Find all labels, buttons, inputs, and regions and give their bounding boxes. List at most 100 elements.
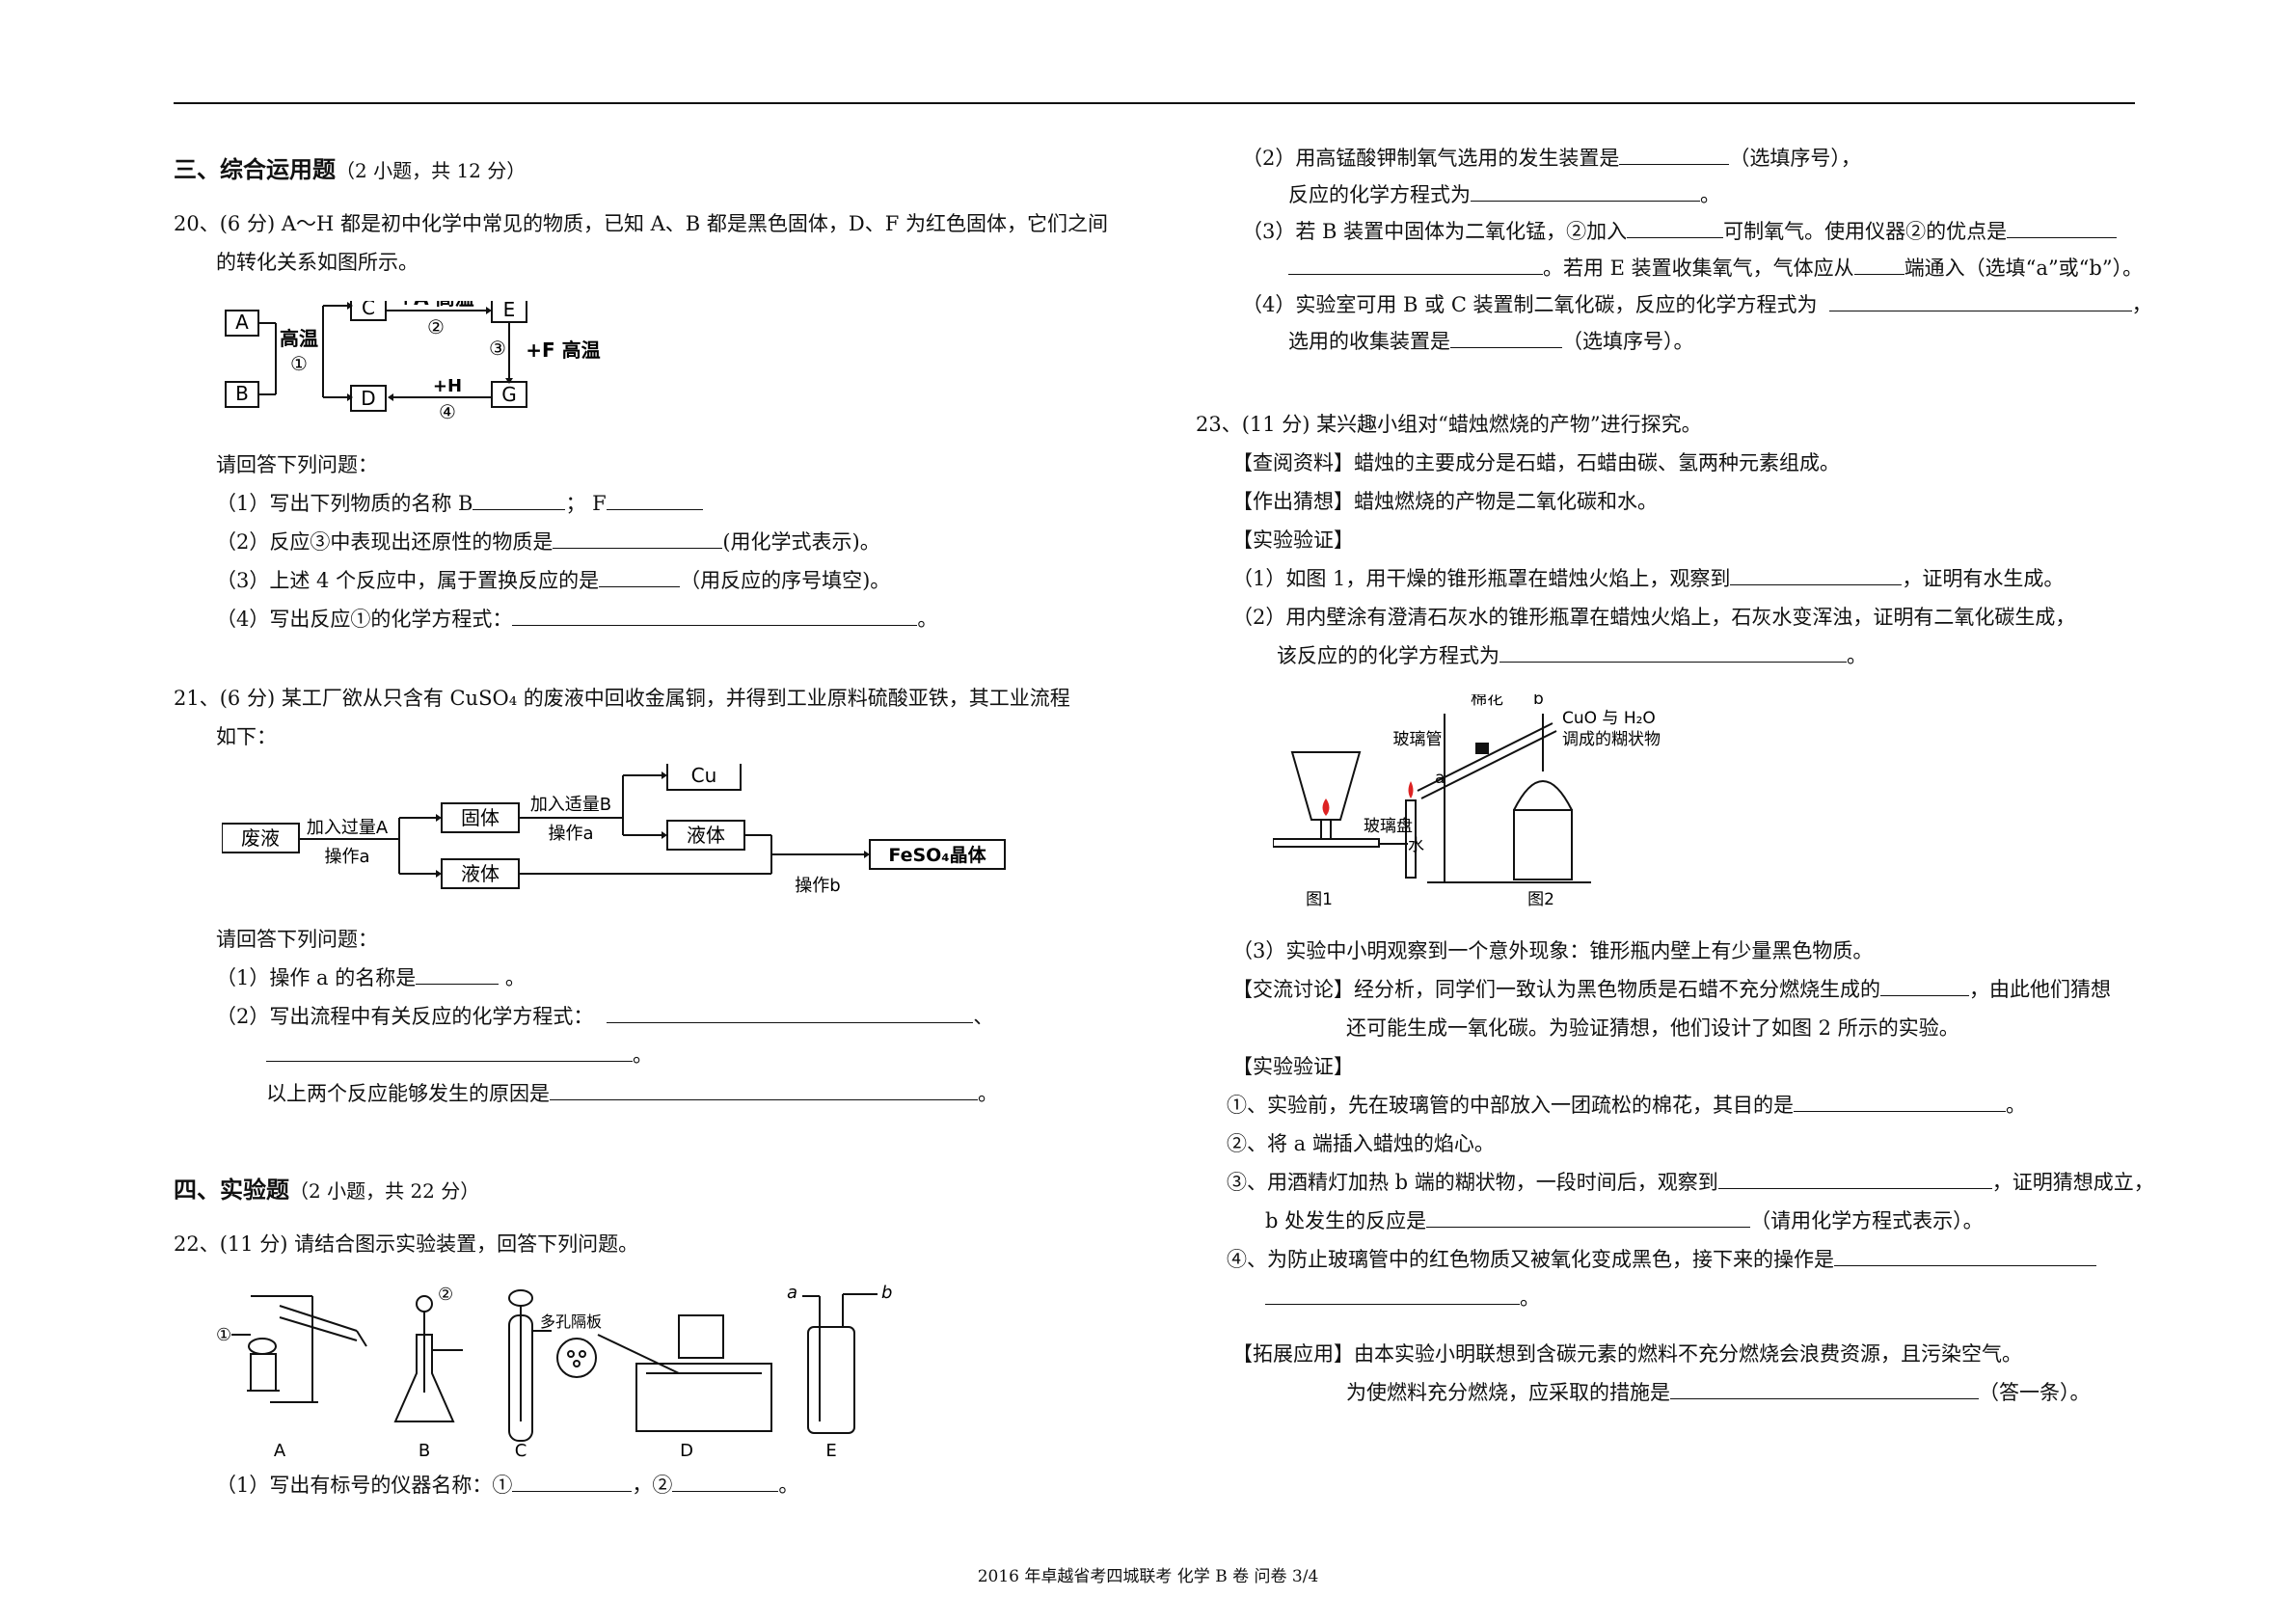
answer-blank[interactable] <box>1794 1092 2006 1112</box>
answer-blank[interactable] <box>1499 642 1847 663</box>
q23-info: 【查阅资料】蜡烛的主要成分是石蜡，石蜡由碳、氢两种元素组成。 <box>1232 451 1840 474</box>
q23-verify2-heading: 【实验验证】 <box>1232 1055 1354 1078</box>
label-a: a <box>787 1283 797 1303</box>
answer-blank[interactable] <box>266 1042 633 1062</box>
label-E: E <box>825 1441 836 1460</box>
label-op-b: 操作b <box>795 876 840 896</box>
answer-blank[interactable] <box>1853 255 1904 275</box>
r2-label: +A 高温 <box>397 301 473 310</box>
label-add-b: 加入适量B <box>530 795 611 815</box>
q20-part4: （4）写出反应①的化学方程式：。 <box>216 606 938 631</box>
label-fig2: 图2 <box>1527 890 1554 907</box>
answer-blank[interactable] <box>1834 1246 2096 1266</box>
page-footer: 2016 年卓越省考四城联考 化学 B 卷 问卷 3/4 <box>977 1567 1319 1586</box>
answer-blank[interactable] <box>553 528 723 549</box>
answer-blank[interactable] <box>1717 1169 1992 1189</box>
r3-label: +F 高温 <box>526 338 600 362</box>
r4-num: ④ <box>439 400 456 423</box>
q23-figures: 棉花 b CuO 与 H₂O 调成的糊状物 玻璃管 a 玻璃盘 水 图1 图2 <box>1273 694 1661 907</box>
q23-v1: （1）如图 1，用干燥的锥形瓶罩在蜡烛火焰上，观察到，证明有水生成。 <box>1232 565 2065 590</box>
label-B: B <box>419 1441 430 1460</box>
label-op-a-2: 操作a <box>548 824 593 844</box>
label-cuo: CuO 与 H₂O <box>1562 709 1656 728</box>
q20-stem-1: 20、(6 分) A～H 都是初中化学中常见的物质，已知 A、B 都是黑色固体，… <box>174 212 1109 235</box>
label-a: a <box>1435 769 1445 788</box>
answer-blank[interactable] <box>1670 1379 1979 1399</box>
q23-step1: ①、实验前，先在玻璃管的中部放入一团疏松的棉花，其目的是。 <box>1227 1092 2026 1117</box>
section3-heading: 三、综合运用题（2 小题，共 12 分） <box>174 156 527 183</box>
q20-ask: 请回答下列问题： <box>216 453 378 476</box>
answer-blank[interactable] <box>1426 1207 1751 1228</box>
label-D: D <box>680 1441 693 1460</box>
answer-blank[interactable] <box>2007 218 2118 238</box>
answer-blank[interactable] <box>512 1472 633 1492</box>
q23-step3: ③、用酒精灯加热 b 端的糊状物，一段时间后，观察到，证明猜想成立， <box>1227 1169 2154 1194</box>
label-tube: 玻璃管 <box>1393 730 1443 749</box>
answer-blank[interactable] <box>1730 565 1903 585</box>
q22-part4-cont: 选用的收集装置是（选填序号）。 <box>1288 328 1694 353</box>
answer-blank[interactable] <box>1450 328 1562 348</box>
node-cu: Cu <box>691 764 717 787</box>
label-plate: 多孔隔板 <box>540 1313 602 1331</box>
q23-guess: 【作出猜想】蜡烛燃烧的产物是二氧化碳和水。 <box>1232 490 1658 513</box>
node-solid: 固体 <box>461 806 500 829</box>
answer-blank[interactable] <box>1828 291 2132 311</box>
q23-stem: 23、(11 分) 某兴趣小组对“蜡烛燃烧的产物”进行探究。 <box>1196 413 1702 436</box>
r4-label: +H <box>433 376 462 396</box>
q22-part2-eq: 反应的化学方程式为。 <box>1288 181 1720 206</box>
q22-part3: （3）若 B 装置中固体为二氧化锰，②加入可制氧气。使用仪器②的优点是 <box>1242 218 2118 245</box>
header-rule <box>174 102 2135 104</box>
q21-part1: （1）操作 a 的名称是 。 <box>216 964 526 989</box>
q23-v3: （3）实验中小明观察到一个意外现象：锥形瓶内壁上有少量黑色物质。 <box>1232 939 1874 962</box>
r1-num: ① <box>290 352 308 375</box>
label-b: b <box>1533 694 1544 709</box>
q23-ext-1: 【拓展应用】由本实验小明联想到含碳元素的燃料不充分燃烧会浪费资源，且污染空气。 <box>1232 1342 2022 1366</box>
label-B: B <box>235 382 249 405</box>
answer-blank[interactable] <box>1619 145 1730 165</box>
answer-blank[interactable] <box>416 964 500 985</box>
label-b: b <box>881 1283 892 1303</box>
q20-part3: （3）上述 4 个反应中，属于置换反应的是（用反应的序号填空)。 <box>216 567 891 592</box>
node-waste: 废液 <box>241 826 280 850</box>
label-D: D <box>361 387 375 410</box>
answer-blank[interactable] <box>512 606 918 626</box>
r3-num: ③ <box>489 337 506 360</box>
answer-blank[interactable] <box>550 1080 978 1100</box>
q20-part2: （2）反应③中表现出还原性的物质是(用化学式表示)。 <box>216 528 880 554</box>
answer-blank[interactable] <box>1288 255 1543 275</box>
answer-blank[interactable] <box>599 567 681 587</box>
label-cotton: 棉花 <box>1471 694 1503 709</box>
node-liquid-2: 液体 <box>687 824 725 847</box>
label-G: G <box>501 383 517 406</box>
answer-blank[interactable] <box>672 1472 779 1492</box>
q23-step4: ④、为防止玻璃管中的红色物质又被氧化变成黑色，接下来的操作是 <box>1227 1246 2096 1273</box>
q21-stem-1: 21、(6 分) 某工厂欲从只含有 CuSO₄ 的废液中回收金属铜，并得到工业原… <box>174 687 1070 710</box>
label-A: A <box>235 311 249 334</box>
q20-stem-2: 的转化关系如图所示。 <box>216 251 419 274</box>
q23-step4-cont: 。 <box>1265 1285 1540 1312</box>
answer-blank-b[interactable] <box>473 490 566 510</box>
answer-blank[interactable] <box>607 1003 974 1023</box>
label-fig1: 图1 <box>1306 890 1333 907</box>
q20-part1: （1）写出下列物质的名称 B； F <box>216 490 703 517</box>
answer-blank[interactable] <box>1265 1285 1520 1305</box>
label-C: C <box>515 1441 527 1460</box>
answer-blank[interactable] <box>1627 218 1724 238</box>
q21-part2: （2）写出流程中有关反应的化学方程式：、 <box>216 1003 994 1028</box>
q23-v2: （2）用内壁涂有澄清石灰水的锥形瓶罩在蜡烛火焰上，石灰水变浑浊，证明有二氧化碳生… <box>1232 606 2076 629</box>
q20-reaction-diagram: A B C D E G 高温 ① +A 高温 ② ③ +F 高温 +H ④ <box>225 301 601 423</box>
answer-blank[interactable] <box>1880 976 1969 996</box>
q22-apparatus: ① ② 多孔隔板 a b A B C D E <box>216 1283 892 1460</box>
q23-step3-eq: b 处发生的反应是（请用化学方程式表示）。 <box>1265 1207 1984 1232</box>
section4-heading: 四、实验题（2 小题，共 22 分） <box>174 1177 480 1204</box>
marker-1: ① <box>216 1325 231 1345</box>
q21-part2-cont: 。 <box>266 1042 653 1069</box>
q23-discuss-2: 还可能生成一氧化碳。为验证猜想，他们设计了如图 2 所示的实验。 <box>1346 1016 1959 1040</box>
q22-part3-cont: 。若用 E 装置收集氧气，气体应从端通入（选填“a”或“b”）。 <box>1288 255 2143 282</box>
node-liquid-1: 液体 <box>461 862 500 885</box>
q23-v2-eq: 该反应的的化学方程式为。 <box>1277 642 1867 667</box>
answer-blank[interactable] <box>1471 181 1700 202</box>
label-water: 水 <box>1408 836 1424 855</box>
label-plate: 玻璃盘 <box>1364 817 1413 836</box>
answer-blank-f[interactable] <box>606 490 703 510</box>
